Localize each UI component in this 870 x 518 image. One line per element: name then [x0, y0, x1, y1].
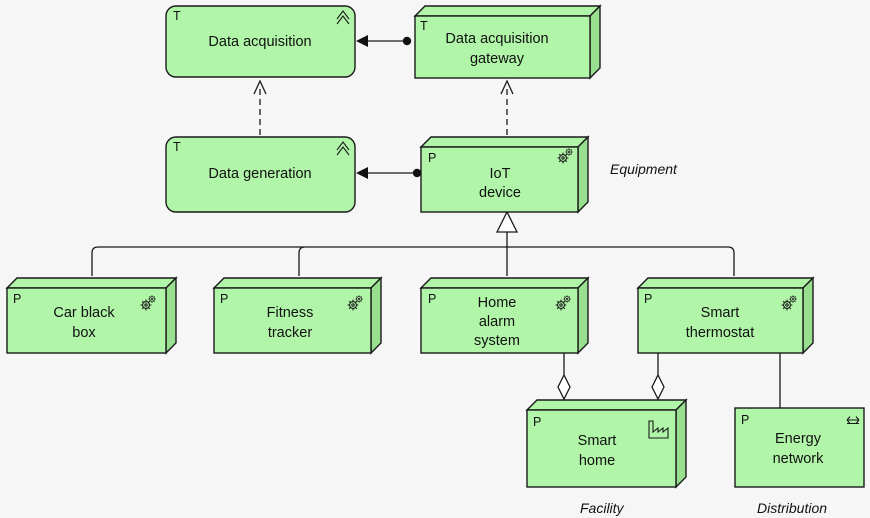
node-label-line2: network: [773, 451, 825, 467]
node-type-tag: P: [13, 292, 21, 306]
node-label-line2: home: [579, 453, 615, 469]
node-data-acquisition-gateway[interactable]: T Data acquisition gateway: [413, 4, 602, 80]
node-label-line2: thermostat: [686, 325, 755, 341]
assignment-arrowhead: [356, 167, 368, 179]
annotation-distribution: Distribution: [757, 500, 827, 516]
node-label-line1: Data acquisition: [445, 31, 548, 47]
node-smart-thermostat[interactable]: P Smart thermostat: [636, 276, 815, 355]
node-type-tag: P: [741, 413, 749, 427]
node-label-line2: tracker: [268, 325, 312, 341]
node-label-line1: Smart: [578, 433, 617, 449]
node-type-tag: P: [220, 292, 228, 306]
realization-arrowhead: [500, 79, 514, 95]
node-data-acquisition[interactable]: T Data acquisition: [165, 5, 356, 78]
node-data-generation[interactable]: T Data generation: [165, 136, 356, 213]
node-label-line2: alarm: [479, 314, 515, 330]
realization-arrowhead: [253, 79, 267, 95]
node-label-line1: Home: [478, 295, 517, 311]
specialization-tree-lines: [91, 232, 735, 276]
node-type-tag: P: [644, 292, 652, 306]
node-label-line1: IoT: [490, 166, 511, 182]
node-label-line3: system: [474, 333, 520, 349]
node-car-black-box[interactable]: P Car black box: [5, 276, 178, 355]
node-fitness-tracker[interactable]: P Fitness tracker: [212, 276, 383, 355]
node-label: Data acquisition: [208, 34, 311, 50]
node-label-line1: Car black: [53, 305, 115, 321]
node-energy-network[interactable]: P Energy network: [734, 407, 865, 488]
specialization-triangle: [495, 210, 519, 233]
node-label-line1: Smart: [701, 305, 740, 321]
service-chevron-icon: [336, 141, 350, 156]
node-label-line2: gateway: [470, 51, 525, 67]
factory-icon: [648, 420, 669, 439]
double-arrow-icon: [846, 416, 860, 425]
node-label-line2: box: [72, 325, 96, 341]
aggregation-diamond: [651, 373, 665, 401]
node-label-line1: Energy: [775, 431, 822, 447]
annotation-facility: Facility: [580, 500, 625, 516]
annotation-equipment: Equipment: [610, 161, 678, 177]
node-label-line2: device: [479, 185, 521, 201]
node-type-tag: P: [428, 151, 436, 165]
aggregation-diamond: [557, 373, 571, 401]
service-chevron-icon: [336, 10, 350, 25]
node-label-line1: Fitness: [267, 305, 314, 321]
node-home-alarm-system[interactable]: P Home alarm system: [419, 276, 590, 355]
node-type-tag: T: [173, 9, 181, 23]
node-type-tag: P: [533, 415, 541, 429]
node-smart-home[interactable]: P Smart home: [525, 398, 688, 489]
assignment-dot: [412, 168, 422, 178]
node-iot-device[interactable]: P IoT device: [419, 135, 590, 214]
node-type-tag: T: [420, 19, 428, 33]
assignment-dot: [402, 36, 412, 46]
node-type-tag: P: [428, 292, 436, 306]
node-label: Data generation: [208, 166, 311, 182]
node-type-tag: T: [173, 140, 181, 154]
assignment-arrowhead: [356, 35, 368, 47]
